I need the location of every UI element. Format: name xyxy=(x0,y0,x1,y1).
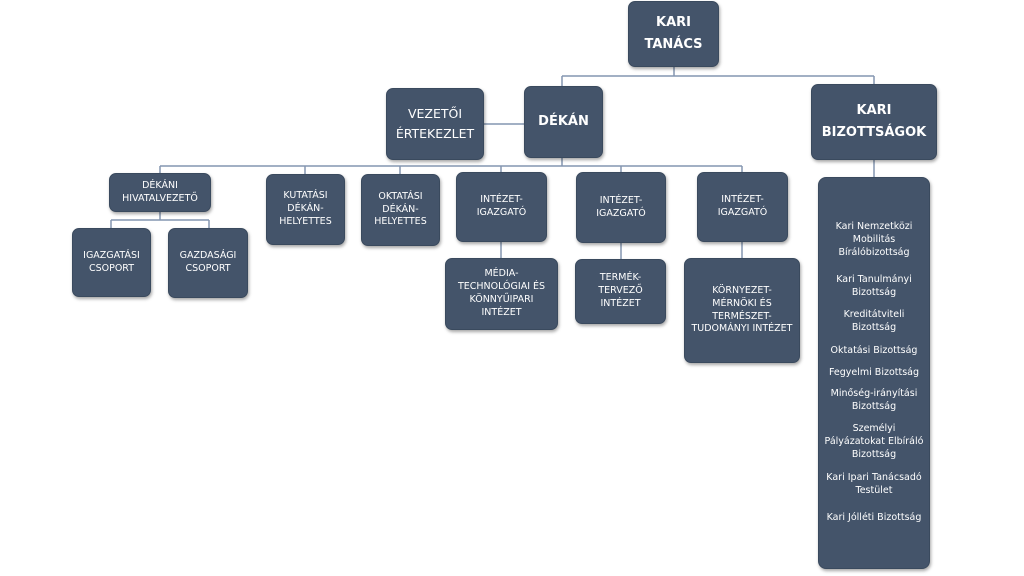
committee-item: Személyi Pályázatokat Elbíráló Bizottság xyxy=(824,423,924,460)
committee-item: Kari Jólléti Bizottság xyxy=(826,512,922,523)
node-hivatalvezeto: DÉKÁNI HIVATALVEZETŐ xyxy=(109,173,211,212)
committee-item: Minőség-irányítási Bizottság xyxy=(830,388,918,412)
committee-item: Oktatási Bizottság xyxy=(830,345,918,356)
committee-item: Kreditátviteli Bizottság xyxy=(843,309,905,333)
node-intezetigazgato-1: INTÉZET- IGAZGATÓ xyxy=(456,172,547,242)
committee-item: Kari Tanulmányi Bizottság xyxy=(836,274,912,298)
node-intezetigazgato-2: INTÉZET- IGAZGATÓ xyxy=(576,172,666,243)
committee-list: Kari Nemzetközi Mobilitás Bírálóbizottsá… xyxy=(818,177,930,569)
node-igazgatasi-csoport: IGAZGATÁSI CSOPORT xyxy=(72,228,151,297)
node-termektervezo-intezet: TERMÉK- TERVEZŐ INTÉZET xyxy=(575,259,666,324)
node-kari-tanacs: KARI TANÁCS xyxy=(628,1,719,67)
node-kutatasi-dekanhelyettes: KUTATÁSI DÉKÁN- HELYETTES xyxy=(266,174,345,245)
committee-item: Kari Ipari Tanácsadó Testület xyxy=(826,472,922,496)
committee-item: Fegyelmi Bizottság xyxy=(828,367,920,378)
committee-item: Kari Nemzetközi Mobilitás Bírálóbizottsá… xyxy=(835,221,913,258)
node-kornyezetmernoki-intezet: KÖRNYEZET- MÉRNÖKI ÉS TERMÉSZET- TUDOMÁN… xyxy=(684,258,800,363)
node-mediatechnologiai-intezet: MÉDIA- TECHNOLÓGIAI ÉS KÖNNYŰIPARI INTÉZ… xyxy=(445,258,558,330)
node-oktatasi-dekanhelyettes: OKTATÁSI DÉKÁN- HELYETTES xyxy=(361,174,440,246)
node-intezetigazgato-3: INTÉZET- IGAZGATÓ xyxy=(697,172,788,242)
node-gazdasagi-csoport: GAZDASÁGI CSOPORT xyxy=(168,228,248,298)
node-dekan: DÉKÁN xyxy=(524,86,603,158)
node-kari-bizottsagok: KARI BIZOTTSÁGOK xyxy=(811,84,937,160)
node-vezetoi-ertekezlet: VEZETŐI ÉRTEKEZLET xyxy=(386,88,484,160)
